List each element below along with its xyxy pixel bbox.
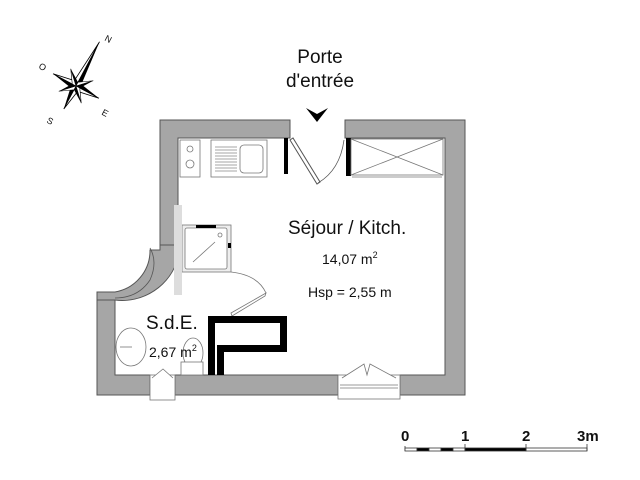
living-room-name: Séjour / Kitch. xyxy=(288,218,407,239)
door-leaf xyxy=(289,137,321,185)
scale-tick-2: 2 xyxy=(522,428,531,445)
entrance-label-line1: Porte xyxy=(297,47,343,68)
scale-tick-1: 1 xyxy=(461,428,470,445)
wall-bottom-middle xyxy=(174,374,339,396)
partition xyxy=(208,316,287,375)
bathroom-area-unit: 2 xyxy=(191,343,197,353)
bathroom-area: 2,67 m2 xyxy=(149,343,197,360)
shower xyxy=(181,224,232,273)
entrance-label: Porte d'entrée xyxy=(268,46,372,94)
scale-bar xyxy=(404,444,588,452)
bathroom-area-value: 2,67 m xyxy=(149,344,192,360)
living-room-window xyxy=(337,363,401,400)
walls xyxy=(96,119,466,396)
kitchen-hob xyxy=(179,139,201,178)
bathroom-name: S.d.E. xyxy=(146,313,198,334)
bathroom-window xyxy=(149,368,176,401)
compass-rose-icon xyxy=(52,41,100,110)
entry-arrow-icon xyxy=(306,108,328,122)
living-room-height: Hsp = 2,55 m xyxy=(308,284,392,300)
toilet xyxy=(180,337,204,376)
door-jamb-right xyxy=(346,138,351,176)
washbasin xyxy=(115,327,147,367)
kitchen-sink xyxy=(210,139,268,178)
scale-tick-0: 0 xyxy=(401,428,410,445)
entrance-label-line2: d'entrée xyxy=(285,71,355,92)
door-swing xyxy=(317,139,345,184)
wall-curve xyxy=(96,244,179,301)
living-room-area-unit: 2 xyxy=(372,250,378,260)
scale-tick-3m: 3m xyxy=(577,428,599,445)
entrance-door xyxy=(284,137,351,185)
living-room-area: 14,07 m2 xyxy=(322,250,378,267)
bathroom-door xyxy=(230,271,267,317)
living-room-area-value: 14,07 m xyxy=(322,251,373,267)
closet xyxy=(350,138,444,178)
door-jamb-left xyxy=(284,138,288,174)
